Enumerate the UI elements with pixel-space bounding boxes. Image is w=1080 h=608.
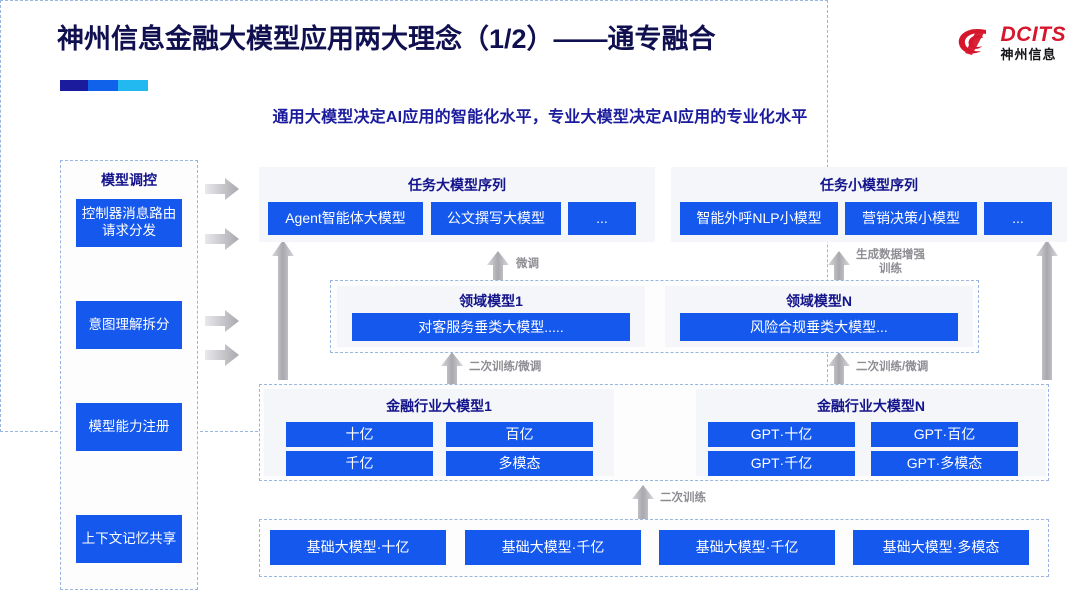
task-box-more-small[interactable]: ... [984,202,1052,235]
domain-model-n-title: 领域模型N [785,293,853,309]
flow-arrow-up-retrain-right [828,352,850,386]
accent-segment-3 [118,80,148,91]
base-box-hundredbillion-2[interactable]: 基础大模型·千亿 [659,530,835,565]
base-box-multimodal[interactable]: 基础大模型·多模态 [853,530,1029,565]
sidebar-title: 模型调控 [101,172,157,188]
task-box-marketing-decision-model[interactable]: 营销决策小模型 [845,202,977,235]
industry-box-n-tenbillion[interactable]: GPT·百亿 [871,422,1018,447]
flow-arrow-up-finetune [487,251,509,285]
domain-box-risk-compliance[interactable]: 风险合规垂类大模型... [680,313,958,341]
sidebar-item-capability-registry[interactable]: 模型能力注册 [76,403,182,451]
industry-box-1-tenbillion[interactable]: 百亿 [446,422,593,447]
flow-arrow-right-3 [205,310,239,332]
arrow-label-retrain-base: 二次训练 [660,492,706,504]
arrow-label-finetune: 微调 [516,258,539,270]
task-box-agent-model[interactable]: Agent智能体大模型 [268,202,423,235]
flow-arrow-up-retrain-left [441,352,463,386]
accent-segment-1 [60,80,89,91]
industry-box-1-billion[interactable]: 十亿 [286,422,433,447]
arrow-label-data-aug: 生成数据增强 训练 [856,249,925,276]
industry-box-n-billion[interactable]: GPT·十亿 [708,422,855,447]
flow-arrow-right-1 [205,178,239,200]
task-box-more-large[interactable]: ... [568,202,636,235]
task-box-doc-writing-model[interactable]: 公文撰写大模型 [431,202,561,235]
accent-segment-2 [88,80,119,91]
sidebar-item-intent-parsing[interactable]: 意图理解拆分 [76,301,182,349]
flow-arrow-up-right-long [1036,240,1058,380]
page-title: 神州信息金融大模型应用两大理念（1/2）——通专融合 [57,24,716,54]
logo-text-en: DCITS [1000,22,1066,46]
task-large-model-title: 任务大模型序列 [408,177,506,193]
flow-arrow-up-left-long [272,240,294,380]
accent-bar [60,80,148,91]
logo-text-cn: 神州信息 [1000,46,1057,62]
flow-arrow-up-data-aug [828,251,850,285]
sidebar-item-controller-routing[interactable]: 控制器消息路由请求分发 [76,199,182,247]
task-small-model-title: 任务小模型序列 [820,177,918,193]
swirl-logo-icon [958,28,986,55]
page-subtitle: 通用大模型决定AI应用的智能化水平，专业大模型决定AI应用的专业化水平 [272,109,808,126]
industry-box-n-hundredbillion[interactable]: GPT·千亿 [708,451,855,476]
industry-box-1-hundredbillion[interactable]: 千亿 [286,451,433,476]
task-box-nlp-outbound-model[interactable]: 智能外呼NLP小模型 [680,202,838,235]
industry-box-n-multimodal[interactable]: GPT·多模态 [871,451,1018,476]
arrow-label-retrain-right: 二次训练/微调 [856,361,929,373]
flow-arrow-up-retrain-base [632,485,654,519]
sidebar-item-context-memory[interactable]: 上下文记忆共享 [76,515,182,563]
base-box-hundredbillion-1[interactable]: 基础大模型·千亿 [465,530,641,565]
base-box-billion[interactable]: 基础大模型·十亿 [270,530,446,565]
flow-arrow-right-4 [205,344,239,366]
industry-model-n-title: 金融行业大模型N [816,398,926,414]
industry-model-1-title: 金融行业大模型1 [386,398,492,414]
industry-box-1-multimodal[interactable]: 多模态 [446,451,593,476]
arrow-label-retrain-left: 二次训练/微调 [469,361,542,373]
domain-box-customer-service[interactable]: 对客服务垂类大模型..... [352,313,630,341]
company-logo: DCITS 神州信息 [955,22,1067,62]
domain-model-1-title: 领域模型1 [459,293,523,309]
flow-arrow-right-2 [205,228,239,250]
